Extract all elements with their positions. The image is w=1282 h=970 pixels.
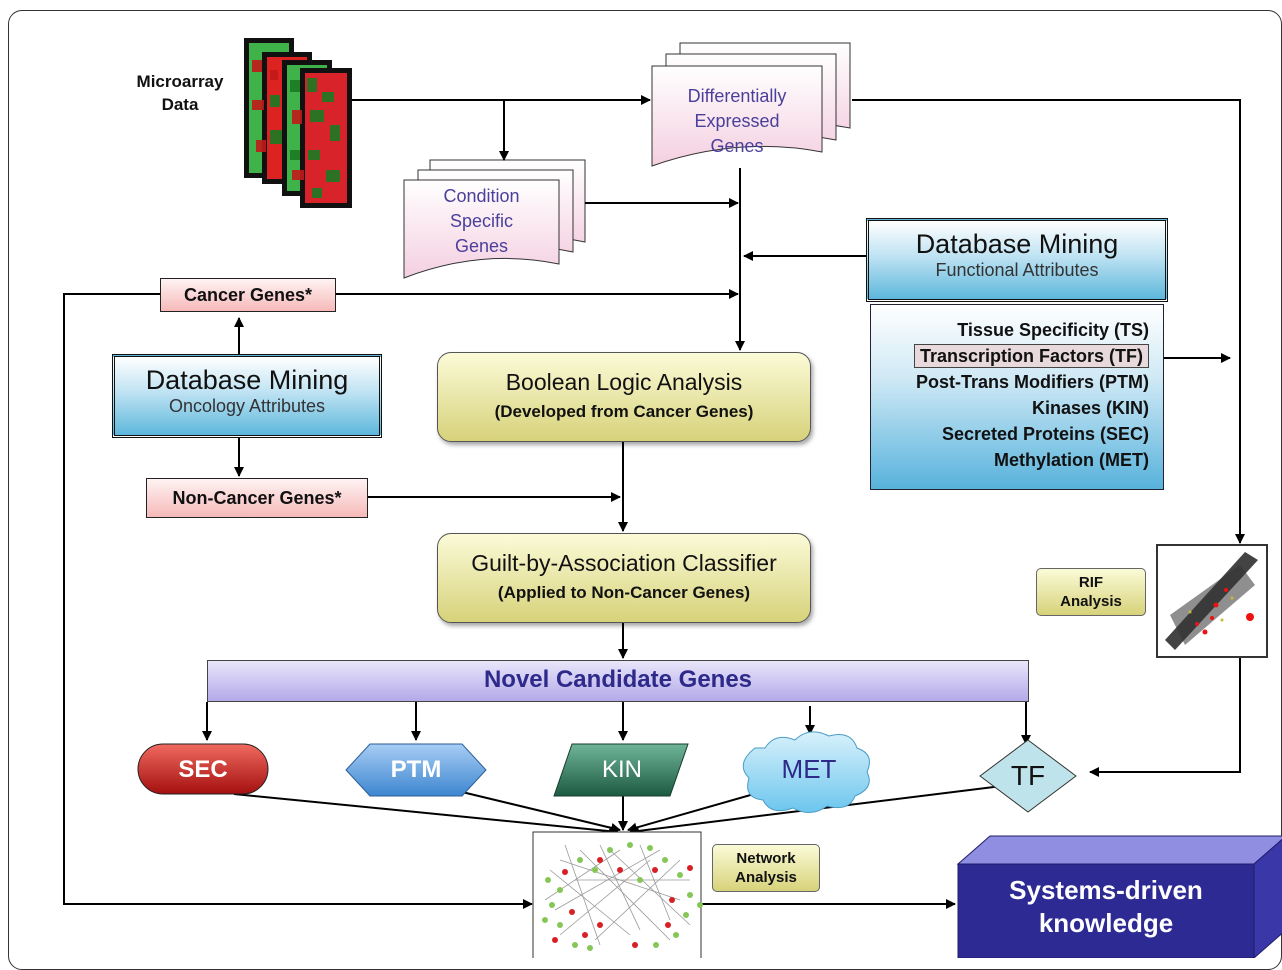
network-graph — [532, 831, 703, 958]
cancer-genes-box: Cancer Genes* — [160, 278, 336, 312]
csg-document-stack — [403, 159, 586, 279]
attr-sec: Secreted Proteins (SEC) — [941, 424, 1149, 444]
cancer-genes-text: Cancer Genes* — [183, 285, 313, 305]
guilt-title: Guilt-by-Association Classifier — [471, 550, 777, 576]
db-oncology-subtitle: Oncology Attributes — [168, 396, 326, 416]
deg-label: Differentially Expressed Genes — [652, 84, 822, 159]
kin-shape — [553, 743, 689, 797]
attr-ptm: Post-Trans Modifiers (PTM) — [915, 372, 1149, 392]
db-functional-title: Database Mining — [915, 229, 1119, 259]
db-functional-subtitle: Functional Attributes — [935, 260, 1099, 280]
novel-candidate-genes-bar: Novel Candidate Genes — [207, 660, 1029, 702]
ptm-shape — [345, 743, 487, 797]
systems-line-2: knowledge — [1038, 908, 1174, 938]
deg-line-2: Expressed — [694, 111, 780, 131]
csg-line-1: Condition — [443, 186, 520, 206]
microarray-stack — [244, 38, 352, 208]
db-oncology-box: Database Mining Oncology Attributes — [112, 354, 382, 438]
network-line-1: Network — [736, 850, 796, 867]
tf-label: TF — [1010, 760, 1046, 791]
met-cloud-shape — [742, 731, 870, 813]
attr-met: Methylation (MET) — [994, 450, 1149, 470]
non-cancer-genes-box: Non-Cancer Genes* — [146, 478, 368, 518]
microarray-label-text: Microarray Data — [136, 72, 224, 114]
db-oncology-title: Database Mining — [145, 365, 349, 395]
boolean-logic-box: Boolean Logic Analysis (Developed from C… — [437, 352, 811, 442]
guilt-subtitle: (Applied to Non-Cancer Genes) — [497, 583, 751, 602]
boolean-title: Boolean Logic Analysis — [505, 369, 743, 395]
tf-diamond-shape — [979, 739, 1077, 813]
deg-document-stack — [651, 42, 851, 167]
attr-tf: Transcription Factors (TF) — [913, 344, 1149, 368]
network-line-2: Analysis — [735, 869, 797, 886]
systems-label: Systems-driven knowledge — [958, 874, 1254, 940]
deg-line-3: Genes — [710, 136, 764, 156]
sec-shape — [137, 743, 269, 795]
functional-attributes-panel: Tissue Specificity (TS) Transcription Fa… — [870, 304, 1164, 490]
attr-tf-row: Transcription Factors (TF) — [871, 343, 1163, 369]
kin-label: KIN — [601, 756, 642, 783]
microarray-label: Microarray Data — [120, 70, 240, 116]
csg-line-3: Genes — [454, 236, 509, 256]
non-cancer-genes-text: Non-Cancer Genes* — [172, 488, 342, 508]
guilt-classifier-box: Guilt-by-Association Classifier (Applied… — [437, 533, 811, 623]
db-functional-box: Database Mining Functional Attributes — [866, 218, 1168, 302]
deg-line-1: Differentially — [687, 86, 787, 106]
csg-line-2: Specific — [449, 211, 514, 231]
met-label: MET — [781, 754, 837, 784]
csg-label: Condition Specific Genes — [404, 184, 559, 259]
ptm-label: PTM — [390, 756, 442, 783]
sec-label: SEC — [178, 756, 228, 783]
rif-line-1: RIF — [1078, 574, 1104, 591]
novel-candidate-genes-text: Novel Candidate Genes — [483, 666, 753, 693]
systems-knowledge-box — [956, 835, 1282, 958]
attr-kin: Kinases (KIN) — [1031, 398, 1149, 418]
attr-ts: Tissue Specificity (TS) — [957, 320, 1149, 340]
rif-analysis-box: RIF Analysis — [1036, 568, 1146, 616]
rif-line-2: Analysis — [1060, 593, 1122, 610]
rif-scatter-plot — [1156, 544, 1268, 658]
systems-line-1: Systems-driven — [1009, 875, 1203, 905]
network-analysis-box: Network Analysis — [712, 844, 820, 892]
boolean-subtitle: (Developed from Cancer Genes) — [494, 402, 754, 421]
